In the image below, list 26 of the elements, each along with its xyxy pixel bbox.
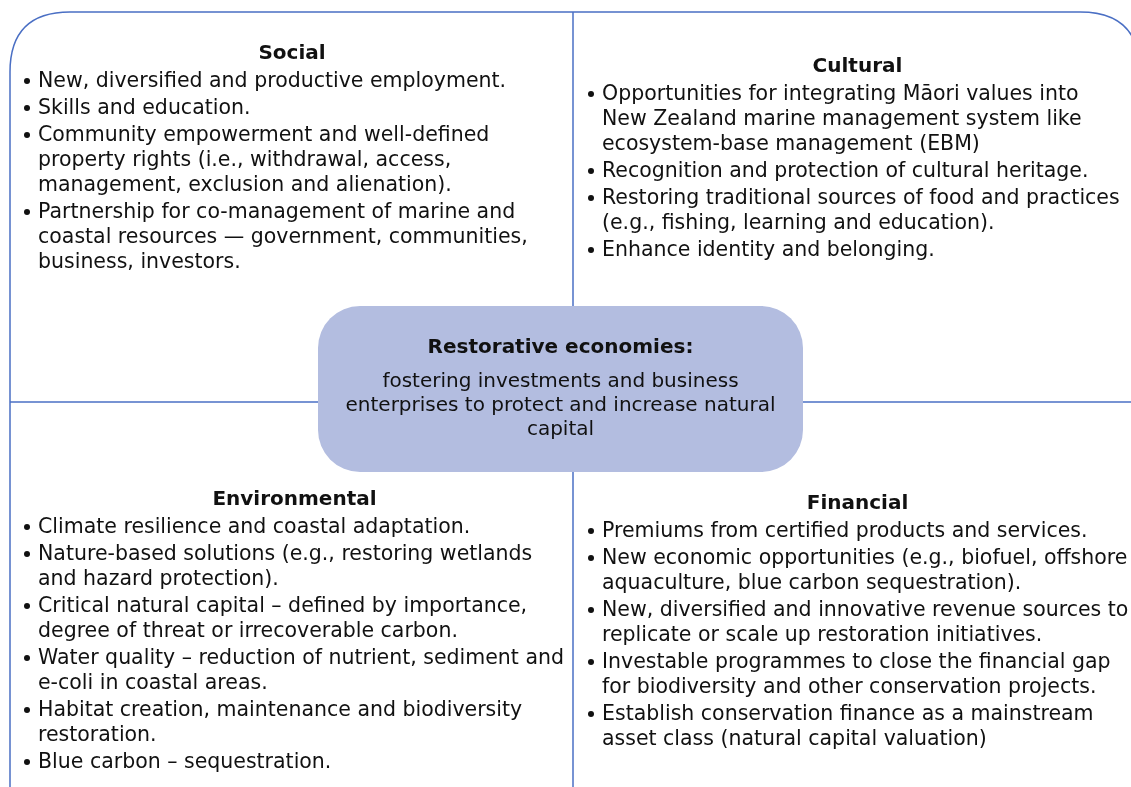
bullet-item: Skills and education. xyxy=(38,95,251,119)
bullet-item: New, diversified and innovative revenue sources to replicate or scale up restoration initiatives. xyxy=(602,597,1129,646)
box-heading: Restorative economies: xyxy=(426,334,695,358)
bullet-item: Community empowerment and well-defined property rights (i.e., withdrawal, access, management, exclusion and alienation). xyxy=(38,122,490,196)
bullet-item: Enhance identity and belonging. xyxy=(602,237,935,261)
bullet-item: New economic opportunities (e.g., biofuel, offshore aquaculture, blue carbon sequestration). xyxy=(602,545,1128,594)
bullet-item: Nature-based solutions (e.g., restoring wetlands and hazard protection). xyxy=(38,541,533,590)
bullet-item: Partnership for co-management of marine and coastal resources — government, communities, business, investors. xyxy=(38,199,528,273)
box-text: fostering investments and business enterprises to protect and increase natural capital xyxy=(344,368,777,440)
bullet-item: Habitat creation, maintenance and biodiversity restoration. xyxy=(38,697,523,746)
bullet-item: Restoring traditional sources of food and practices (e.g., fishing, learning and education). xyxy=(602,185,1120,234)
bullet-item: Establish conservation finance as a mainstream asset class (natural capital valuation) xyxy=(602,701,1094,750)
bullet-item: New, diversified and productive employment. xyxy=(38,68,507,92)
center-rounded-box xyxy=(318,306,803,472)
bullet-item: Climate resilience and coastal adaptation. xyxy=(38,514,471,538)
quadrant-heading: Social xyxy=(257,40,327,64)
quadrant-heading: Environmental xyxy=(211,486,378,510)
bullet-item: Critical natural capital – defined by importance, degree of threat or irrecoverable carbon. xyxy=(38,593,528,642)
quadrant-heading: Financial xyxy=(805,490,910,514)
quadrant-heading: Cultural xyxy=(811,53,904,77)
bullet-item: Opportunities for integrating Māori values into New Zealand marine management system like ecosystem-base management (EBM) xyxy=(602,81,1082,155)
bullet-item: Blue carbon – sequestration. xyxy=(38,749,332,773)
bullet-item: Water quality – reduction of nutrient, sediment and e-coli in coastal areas. xyxy=(38,645,564,694)
bullet-item: Recognition and protection of cultural heritage. xyxy=(602,158,1089,182)
bullet-item: Investable programmes to close the financial gap for biodiversity and other conservation projects. xyxy=(602,649,1111,698)
bullet-item: Premiums from certified products and services. xyxy=(602,518,1088,542)
